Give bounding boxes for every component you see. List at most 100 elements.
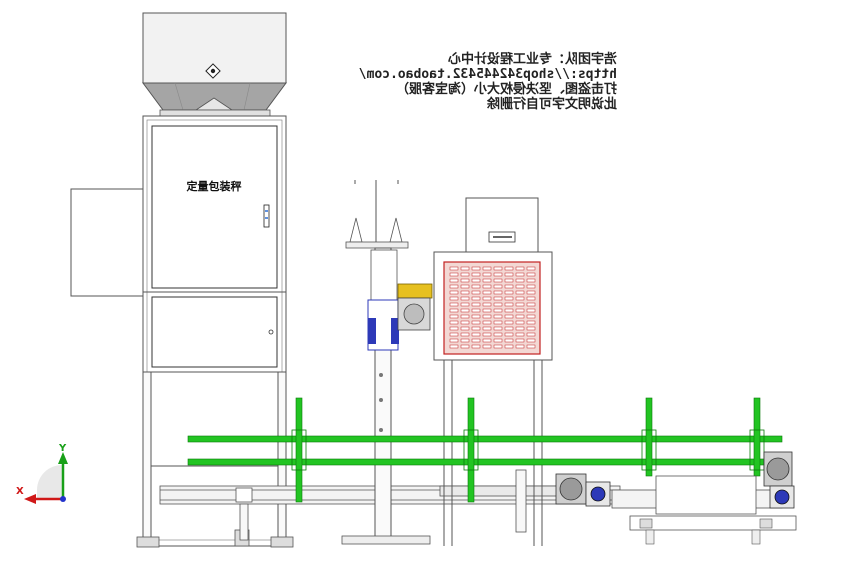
grille-slot	[515, 272, 525, 277]
grille-slot	[471, 332, 481, 337]
guide-rails	[187, 397, 783, 503]
cooling-grille	[449, 266, 536, 349]
grille-slot	[449, 278, 459, 283]
grille-slot	[449, 266, 459, 271]
control-cabinet-upper	[151, 125, 278, 289]
watermark-text: 浩宇团队：专业工程设计中心 https://shop342445432.taob…	[335, 52, 617, 112]
grille-slot	[493, 320, 503, 325]
grille-slot	[493, 290, 503, 295]
grille-slot	[493, 308, 503, 313]
grille-slot	[515, 344, 525, 349]
grille-slot	[515, 314, 525, 319]
y-axis-label: Y	[59, 443, 67, 454]
grille-slot	[493, 284, 503, 289]
grille-slot	[449, 320, 459, 325]
grille-slot	[482, 266, 492, 271]
grille-slot	[449, 284, 459, 289]
grille-slot	[460, 314, 470, 319]
grille-slot	[526, 284, 536, 289]
grille-slot	[515, 284, 525, 289]
grille-slot	[460, 296, 470, 301]
grille-slot	[460, 266, 470, 271]
grille-slot	[471, 266, 481, 271]
grille-slot	[449, 314, 459, 319]
grille-slot	[493, 344, 503, 349]
coordinate-axes-icon	[24, 452, 68, 504]
cabinet-label: 定量包装秤	[186, 180, 242, 193]
grille-slot	[471, 338, 481, 343]
grille-slot	[504, 332, 514, 337]
grille-slot	[504, 302, 514, 307]
grille-slot	[526, 308, 536, 313]
grille-slot	[493, 278, 503, 283]
right-conveyor	[611, 475, 797, 545]
grille-slot	[482, 302, 492, 307]
grille-slot	[449, 344, 459, 349]
grille-slot	[493, 302, 503, 307]
grille-slot	[504, 272, 514, 277]
grille-slot	[449, 272, 459, 277]
grille-slot	[515, 296, 525, 301]
hopper-label-icon	[205, 63, 221, 79]
grille-slot	[471, 290, 481, 295]
grille-slot	[460, 308, 470, 313]
grille-slot	[493, 338, 503, 343]
grille-slot	[493, 326, 503, 331]
grille-slot	[493, 272, 503, 277]
grille-slot	[460, 344, 470, 349]
grille-slot	[504, 338, 514, 343]
watermark-line: https://shop342445432.taobao.com/	[358, 67, 617, 82]
gear-motor-right	[763, 451, 795, 509]
grille-slot	[460, 284, 470, 289]
feed-hopper	[142, 12, 287, 117]
side-electrical-box	[70, 188, 144, 297]
grille-slot	[515, 338, 525, 343]
grille-slot	[471, 326, 481, 331]
grille-slot	[471, 296, 481, 301]
grille-slot	[504, 326, 514, 331]
grille-slot	[504, 278, 514, 283]
grille-slot	[460, 302, 470, 307]
grille-slot	[515, 266, 525, 271]
grille-slot	[504, 296, 514, 301]
grille-slot	[482, 278, 492, 283]
grille-slot	[515, 332, 525, 337]
grille-slot	[449, 308, 459, 313]
grille-slot	[493, 314, 503, 319]
grille-slot	[526, 302, 536, 307]
x-axis-label: X	[16, 486, 24, 497]
grille-slot	[471, 272, 481, 277]
grille-slot	[482, 332, 492, 337]
grille-slot	[449, 296, 459, 301]
grille-slot	[471, 302, 481, 307]
grille-slot	[471, 308, 481, 313]
grille-slot	[460, 338, 470, 343]
grille-slot	[504, 314, 514, 319]
grille-slot	[460, 290, 470, 295]
grille-slot	[471, 278, 481, 283]
grille-slot	[471, 284, 481, 289]
grille-slot	[449, 332, 459, 337]
grille-slot	[493, 296, 503, 301]
sealing-machine-unit	[433, 197, 553, 546]
grille-slot	[504, 320, 514, 325]
grille-slot	[471, 320, 481, 325]
grille-slot	[515, 320, 525, 325]
grille-slot	[460, 332, 470, 337]
grille-slot	[526, 290, 536, 295]
grille-slot	[482, 320, 492, 325]
grille-slot	[526, 272, 536, 277]
grille-slot	[460, 326, 470, 331]
sewing-column	[341, 180, 433, 545]
grille-slot	[515, 308, 525, 313]
grille-slot	[504, 290, 514, 295]
grille-slot	[482, 326, 492, 331]
grille-slot	[460, 278, 470, 283]
grille-slot	[526, 344, 536, 349]
gear-motor-center	[555, 473, 611, 507]
grille-slot	[449, 290, 459, 295]
grille-slot	[515, 290, 525, 295]
grille-slot	[526, 278, 536, 283]
watermark-line: 打击盗图、坚决侵权大小（淘宝客服）	[395, 82, 617, 97]
